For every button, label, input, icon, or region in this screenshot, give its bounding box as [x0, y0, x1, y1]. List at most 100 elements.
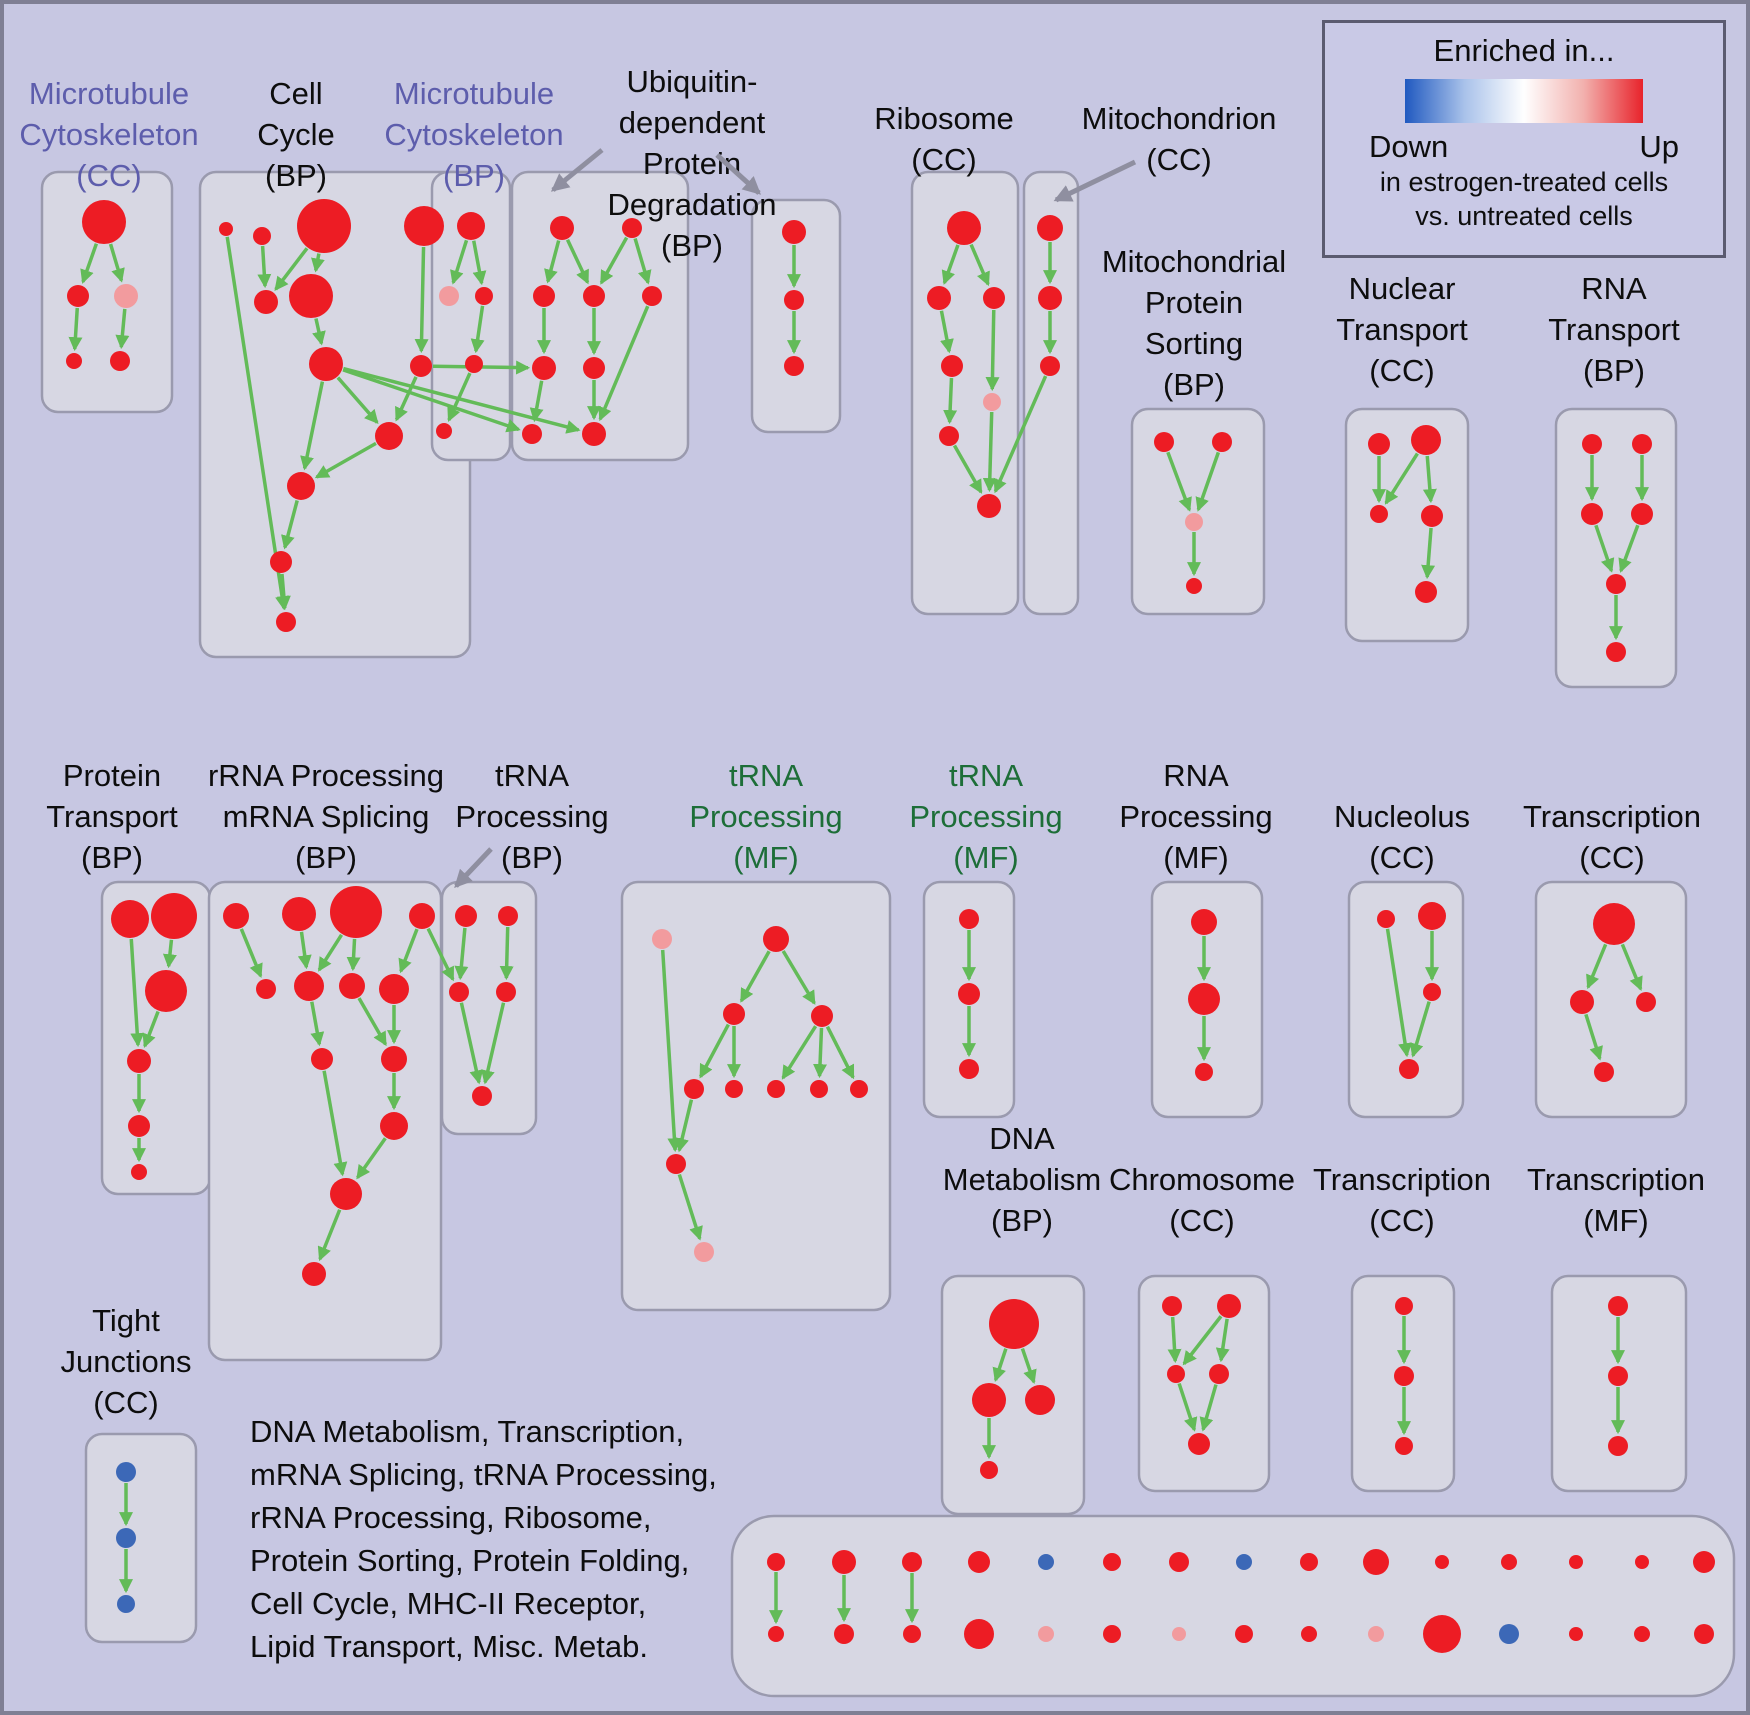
go-edge [142, 1010, 160, 1049]
go-term-node [1499, 1624, 1519, 1644]
go-term-node [784, 290, 804, 310]
cluster-box-microtubule-cytoskeleton-bp [430, 170, 512, 462]
go-term-node [972, 1383, 1006, 1417]
go-term-node [330, 1178, 362, 1210]
go-term-node [111, 900, 149, 938]
go-edge [459, 1002, 484, 1085]
go-term-node [1040, 356, 1060, 376]
go-edge [675, 1099, 694, 1153]
go-term-node [1694, 1624, 1714, 1644]
go-edge [108, 243, 125, 283]
go-term-node [1154, 432, 1174, 452]
go-term-node [223, 903, 249, 929]
go-edge [739, 950, 771, 1003]
go-term-node [927, 286, 951, 310]
go-term-node [1634, 1626, 1650, 1642]
go-edge [312, 318, 326, 346]
go-edge [317, 933, 344, 972]
go-term-node [297, 199, 351, 253]
go-edge [660, 949, 682, 1153]
go-term-node [811, 1005, 833, 1027]
ubiquitin-pointer-arrow [715, 153, 762, 195]
go-term-node [410, 355, 432, 377]
go-edge [336, 376, 379, 425]
go-edge [129, 938, 145, 1048]
go-term-node [409, 903, 435, 929]
go-term-node [1038, 286, 1062, 310]
go-edge [598, 305, 650, 422]
go-edge [544, 240, 561, 284]
go-edge [781, 950, 816, 1005]
go-term-node [810, 1080, 828, 1098]
go-term-node [1038, 1626, 1054, 1642]
cluster-box-trna-processing-bp [440, 880, 538, 1136]
go-term-node [66, 353, 82, 369]
go-term-node [642, 286, 662, 306]
go-term-node [1594, 1062, 1614, 1082]
go-edge [426, 927, 455, 982]
go-edge [481, 1002, 506, 1085]
legend-down-label: Down [1369, 129, 1449, 164]
go-term-node [1195, 1063, 1213, 1081]
go-term-node [287, 472, 315, 500]
go-term-node [1037, 215, 1063, 241]
go-term-node [1395, 1297, 1413, 1315]
go-term-node [294, 971, 324, 1001]
cluster-box-nuclear-transport-cc [1344, 407, 1470, 643]
go-edge [115, 308, 130, 350]
go-edge [450, 239, 469, 285]
go-term-node [116, 1462, 136, 1482]
go-term-node [1038, 1554, 1054, 1570]
go-term-node [958, 983, 980, 1005]
go-term-node [983, 393, 1001, 411]
go-edge [317, 1209, 342, 1262]
go-edge [1384, 452, 1419, 505]
go-edge [472, 240, 487, 286]
go-edge [1422, 455, 1437, 504]
go-term-node [67, 285, 89, 307]
cluster-box-chromosome-cc [1137, 1274, 1271, 1493]
cluster-box-ubiquitin-degradation-bp-2 [750, 198, 842, 434]
go-edge [398, 928, 419, 974]
go-term-node [1608, 1436, 1628, 1456]
go-edge [311, 253, 325, 273]
go-edge [993, 375, 1048, 494]
go-term-node [782, 220, 806, 244]
go-term-node [1606, 574, 1626, 594]
go-edge [699, 1023, 730, 1079]
go-edge [447, 372, 472, 422]
go-term-node [1236, 1554, 1252, 1570]
go-edge [1195, 451, 1221, 512]
go-edge [239, 928, 263, 978]
go-edge [322, 1070, 348, 1177]
go-term-node [1570, 990, 1594, 1014]
legend-up-label: Up [1639, 129, 1679, 164]
go-term-node [1411, 425, 1441, 455]
go-term-node [1188, 1433, 1210, 1455]
go-edge [939, 310, 954, 354]
go-term-node [947, 211, 981, 245]
go-edge [1177, 1382, 1198, 1432]
go-term-node [522, 424, 542, 444]
go-edge [943, 377, 958, 425]
go-term-node [1370, 505, 1388, 523]
go-term-node [1569, 1627, 1583, 1641]
go-edge [677, 1173, 703, 1241]
go-term-node [253, 227, 271, 245]
go-term-node [282, 897, 316, 931]
go-edge [1182, 1315, 1223, 1366]
go-edge [342, 366, 581, 434]
go-term-node [457, 212, 485, 240]
caption-line: rRNA Processing, Ribosome, [250, 1500, 652, 1535]
cluster-label-nucleolus-cc: Nucleolus(CC) [1334, 799, 1470, 875]
go-edge [1166, 451, 1192, 512]
go-edge [394, 376, 418, 422]
go-term-node [380, 1112, 408, 1140]
go-term-node [1167, 1365, 1185, 1383]
